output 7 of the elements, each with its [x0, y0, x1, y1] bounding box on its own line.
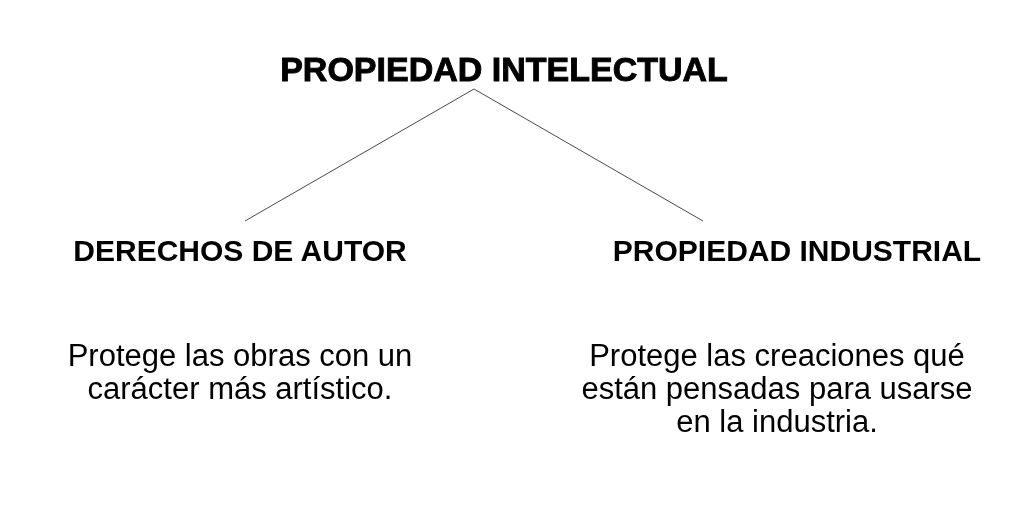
subheading-text: DERECHOS DE AUTOR — [72, 236, 408, 266]
connector-line — [473, 88, 704, 222]
description-text: Protege las obras con un carácter más artístico. — [66, 339, 414, 405]
subheading-text: PROPIEDAD INDUSTRIAL — [611, 236, 983, 266]
description-text: Protege las creaciones qué están pensadas para usarse en la industria. — [580, 339, 974, 438]
connector-line — [244, 88, 475, 222]
heading-text: PROPIEDAD INTELECTUAL — [280, 52, 728, 86]
